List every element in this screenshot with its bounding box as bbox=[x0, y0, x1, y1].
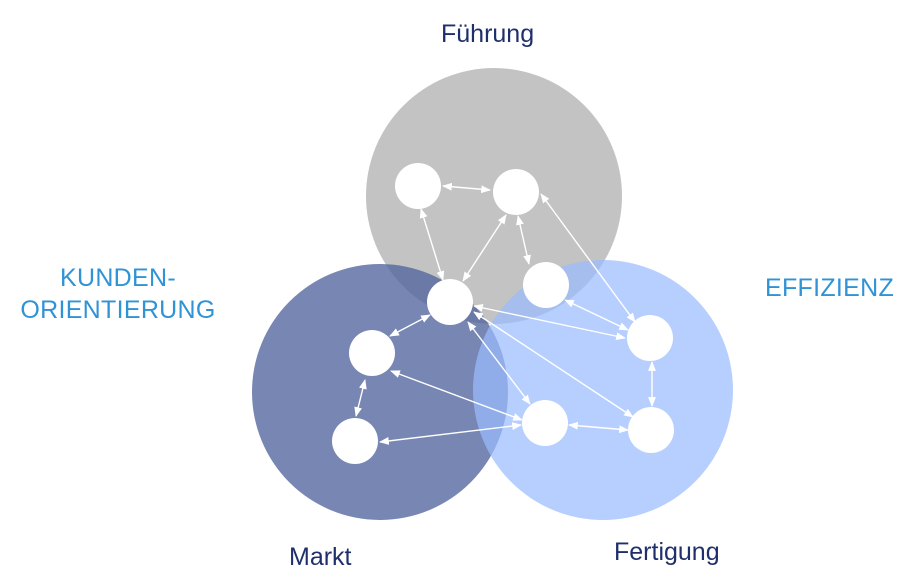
node-fuehrung-1 bbox=[395, 163, 441, 209]
edge-n5-n8 bbox=[390, 370, 523, 421]
node-fuehrung-3 bbox=[523, 262, 569, 308]
circle-markt bbox=[252, 264, 508, 520]
label-effizienz: EFFIZIENZ bbox=[765, 274, 895, 302]
network-nodes bbox=[332, 163, 674, 464]
node-fertigung-1 bbox=[627, 315, 673, 361]
label-fuehrung: Führung bbox=[441, 20, 535, 48]
node-markt-1 bbox=[349, 330, 395, 376]
node-fertigung-2 bbox=[522, 400, 568, 446]
edge-n1-n2 bbox=[442, 182, 491, 194]
label-fertigung: Fertigung bbox=[614, 538, 720, 566]
node-center bbox=[427, 279, 473, 325]
edge-n4-n5 bbox=[389, 314, 431, 337]
label-markt: Markt bbox=[289, 543, 352, 571]
edge-n7-n8 bbox=[379, 422, 522, 445]
label-kunden-line-1: KUNDEN- bbox=[60, 264, 176, 292]
node-markt-2 bbox=[332, 418, 378, 464]
edge-n5-n7 bbox=[354, 379, 367, 417]
edge-n8-n9 bbox=[568, 421, 629, 434]
edge-n1-n4 bbox=[419, 208, 445, 281]
node-fertigung-3 bbox=[628, 407, 674, 453]
label-kundenorientierung: KUNDEN- ORIENTIERUNG bbox=[18, 262, 218, 326]
edge-n2-n3 bbox=[516, 215, 531, 265]
node-fuehrung-2 bbox=[493, 169, 539, 215]
edge-n2-n4 bbox=[462, 214, 507, 282]
network-connections bbox=[354, 182, 656, 445]
circle-fertigung bbox=[473, 260, 733, 520]
label-kunden-line-2: ORIENTIERUNG bbox=[20, 296, 216, 324]
edge-n4-n9 bbox=[473, 311, 634, 418]
